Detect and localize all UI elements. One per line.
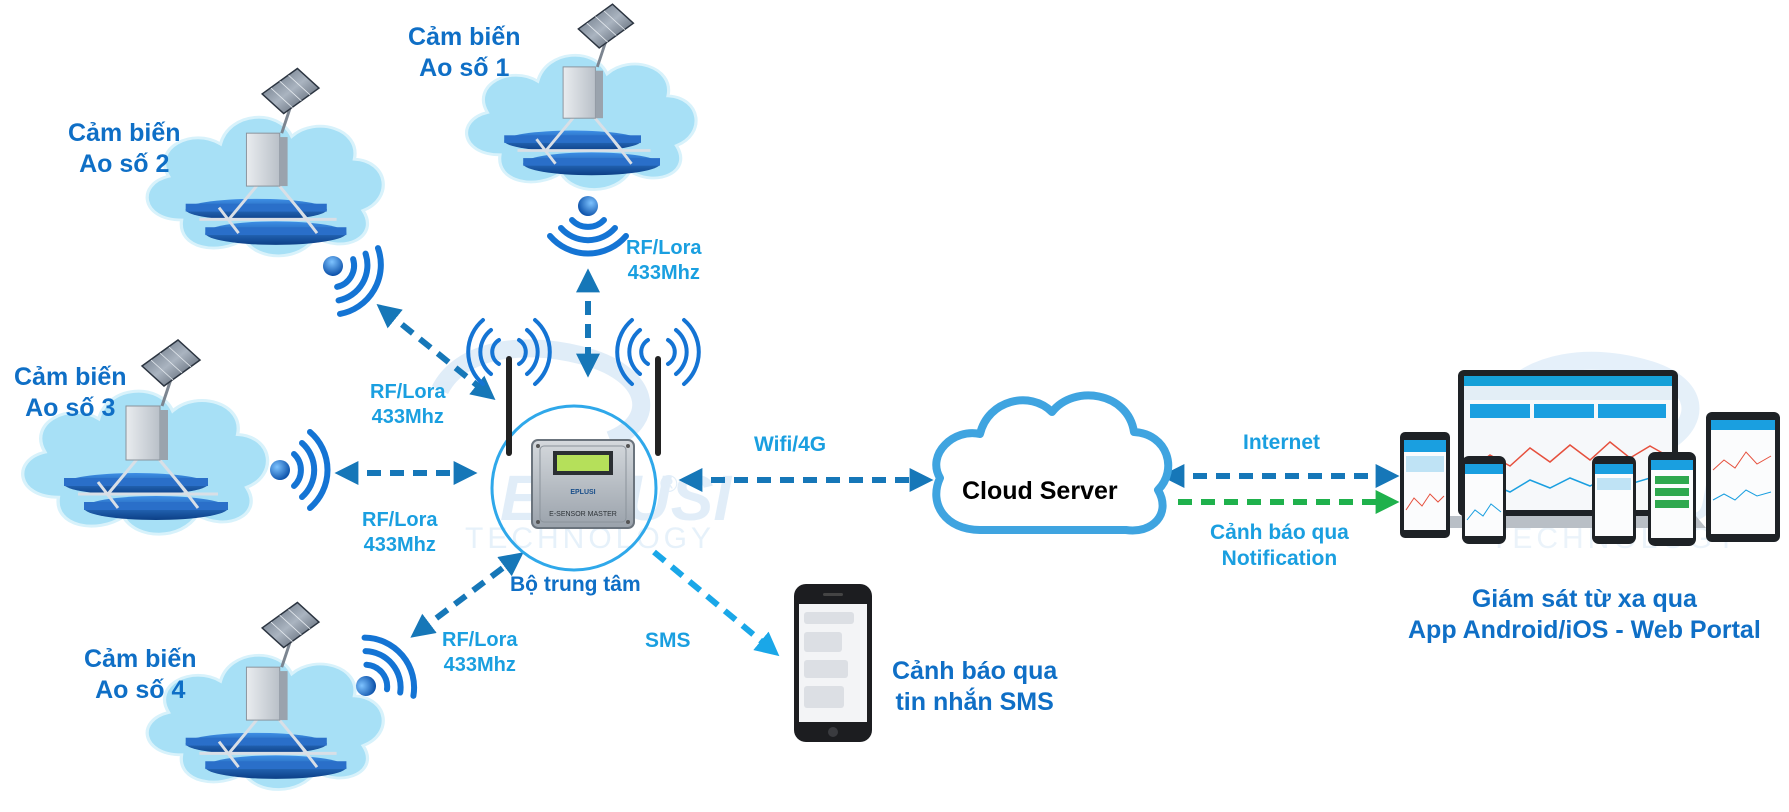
central-hub: EPLUSI E-SENSOR MASTER bbox=[466, 318, 701, 572]
pond-1-label: Cảm biến Ao số 1 bbox=[408, 22, 521, 85]
signal-icon-pond3 bbox=[270, 432, 328, 508]
notification-label-line1: Cảnh báo qua bbox=[1210, 521, 1349, 544]
cloud-server-label-text: Cloud Server bbox=[962, 477, 1118, 505]
signal-icon-pond1 bbox=[550, 196, 626, 254]
rf-label-line1: RF/Lora bbox=[442, 629, 518, 651]
wifi-label-text: Wifi/4G bbox=[754, 433, 827, 456]
rf-label-pond3: RF/Lora 433Mhz bbox=[362, 508, 438, 558]
pond-2-line1: Cảm biến bbox=[68, 119, 181, 147]
hub-brand-text: EPLUSI bbox=[570, 489, 595, 496]
rf-label-line2: 433Mhz bbox=[371, 406, 444, 428]
pond-4-line1: Cảm biến bbox=[84, 645, 197, 673]
rf-label-pond1: RF/Lora 433Mhz bbox=[626, 236, 702, 286]
notification-label-line2: Notification bbox=[1221, 547, 1338, 571]
pond-1-line1: Cảm biến bbox=[408, 23, 521, 51]
cloud-server bbox=[932, 391, 1173, 535]
rf-label-line1: RF/Lora bbox=[370, 381, 446, 403]
pond-2-line2: Ao số 2 bbox=[79, 150, 170, 179]
hub-device-text: E-SENSOR MASTER bbox=[549, 511, 617, 518]
multi-device-dashboard-icon bbox=[1400, 370, 1780, 546]
pond-3-label: Cảm biến Ao số 3 bbox=[14, 362, 127, 425]
monitoring-label: Giám sát từ xa qua App Android/iOS - Web… bbox=[1408, 584, 1761, 647]
sms-label-text: SMS bbox=[645, 629, 691, 652]
cloud-server-label: Cloud Server bbox=[962, 476, 1118, 507]
monitoring-line2: App Android/iOS - Web Portal bbox=[1408, 616, 1761, 645]
pond-4-label: Cảm biến Ao số 4 bbox=[84, 644, 197, 707]
rf-label-line2: 433Mhz bbox=[363, 534, 436, 556]
internet-label-text: Internet bbox=[1243, 431, 1321, 454]
sms-alert-label: Cảnh báo qua tin nhắn SMS bbox=[892, 656, 1057, 719]
monitoring-line1: Giám sát từ xa qua bbox=[1471, 585, 1697, 613]
wifi-label: Wifi/4G bbox=[754, 432, 826, 458]
rf-label-pond2: RF/Lora 433Mhz bbox=[370, 380, 446, 430]
rf-label-pond4: RF/Lora 433Mhz bbox=[442, 628, 518, 678]
rf-label-line1: RF/Lora bbox=[626, 237, 702, 259]
smartphone-icon bbox=[794, 584, 872, 742]
pond-1-line2: Ao số 1 bbox=[419, 54, 510, 83]
sms-label: SMS bbox=[645, 628, 691, 654]
rf-label-line2: 433Mhz bbox=[443, 654, 516, 676]
hub-label: Bộ trung tâm bbox=[510, 572, 641, 598]
pond-3-line1: Cảm biến bbox=[14, 363, 127, 391]
notification-label: Cảnh báo qua Notification bbox=[1210, 520, 1349, 573]
sms-alert-line2: tin nhắn SMS bbox=[895, 688, 1054, 717]
hub-label-text: Bộ trung tâm bbox=[510, 573, 641, 596]
sms-link-arrow bbox=[652, 549, 780, 657]
rf-link-arrows bbox=[334, 268, 600, 638]
pond-3-line2: Ao số 3 bbox=[25, 394, 116, 423]
pond-2-label: Cảm biến Ao số 2 bbox=[68, 118, 181, 181]
pond-4-line2: Ao số 4 bbox=[95, 676, 186, 705]
sms-alert-line1: Cảnh báo qua bbox=[892, 657, 1058, 685]
rf-label-line1: RF/Lora bbox=[362, 509, 438, 531]
watermark-reg: ® bbox=[660, 471, 678, 498]
pond-sensor-2 bbox=[145, 67, 385, 258]
rf-label-line2: 433Mhz bbox=[627, 262, 700, 284]
internet-label: Internet bbox=[1243, 430, 1320, 456]
